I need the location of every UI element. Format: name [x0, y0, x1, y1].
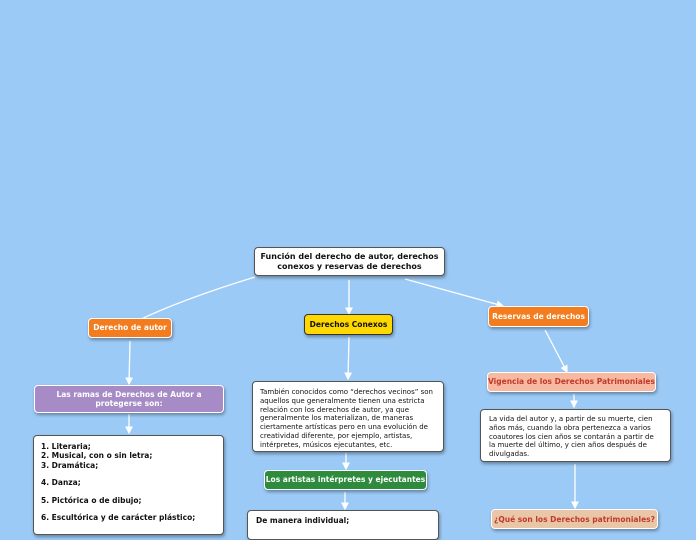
ramas-list-node[interactable]: 1. Literaria; 2. Musical, con o sin letr… — [33, 435, 224, 535]
derechos-conexos-node[interactable]: Derechos Conexos — [304, 314, 393, 335]
root-node[interactable]: Función del derecho de autor, derechos c… — [254, 247, 445, 276]
connector-root-reservas — [404, 278, 505, 309]
ramas-item: 3. Dramática; — [41, 460, 99, 470]
manera-label: De manera individual; — [256, 516, 350, 525]
artistas-label: Los artistas intérpretes y ejecutantes — [265, 475, 426, 485]
conexos-text-node[interactable]: También conocidos como “derechos vecinos… — [252, 381, 444, 452]
artistas-node[interactable]: Los artistas intérpretes y ejecutantes — [264, 470, 427, 490]
vigencia-label: Vigencia de los Derechos Patrimoniales — [488, 377, 655, 387]
ramas-item: 5. Pictórica o de dibujo; — [41, 495, 142, 505]
connector-conexos-text — [344, 336, 353, 381]
ramas-label: Las ramas de Derechos de Autor a protege… — [56, 389, 202, 408]
vigencia-node[interactable]: Vigencia de los Derechos Patrimoniales — [487, 372, 656, 392]
mind-map-canvas: Función del derecho de autor, derechos c… — [33, 247, 671, 540]
derecho-autor-label: Derecho de autor — [93, 323, 167, 333]
reservas-label: Reservas de derechos — [492, 311, 585, 321]
ramas-item: 1. Literaria; — [41, 442, 91, 451]
root-label: Función del derecho de autor, derechos c… — [260, 251, 439, 271]
ramas-item: 2. Musical, con o sin letra; — [41, 451, 153, 461]
reservas-node[interactable]: Reservas de derechos — [488, 306, 589, 327]
ramas-item: 6. Escultórica y de carácter plástico; — [41, 512, 196, 522]
connector-reservas-vigencia — [544, 329, 568, 374]
ramas-node[interactable]: Las ramas de Derechos de Autor a protege… — [34, 385, 224, 413]
connector-root-derecho-autor — [134, 276, 256, 323]
manera-node[interactable]: De manera individual; — [247, 510, 439, 540]
conexos-text: También conocidos como “derechos vecinos… — [260, 388, 433, 449]
connector-lines — [125, 276, 579, 511]
ramas-item: 4. Danza; — [41, 478, 81, 488]
que-son-node[interactable]: ¿Qué son los Derechos patrimoniales? — [491, 509, 658, 529]
ramas-list: 1. Literaria; 2. Musical, con o sin letr… — [41, 442, 195, 522]
derecho-autor-node[interactable]: Derecho de autor — [88, 318, 172, 338]
connector-autor-ramas — [125, 340, 134, 386]
vigencia-text: La vida del autor y, a partir de su muer… — [489, 415, 654, 458]
derechos-conexos-label: Derechos Conexos — [309, 319, 388, 329]
vigencia-text-node[interactable]: La vida del autor y, a partir de su muer… — [480, 409, 671, 462]
